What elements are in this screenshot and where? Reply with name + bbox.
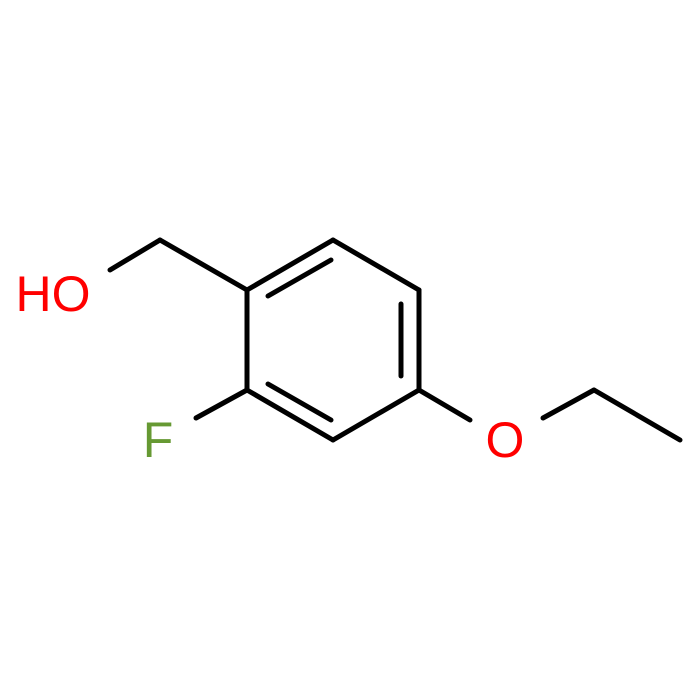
bond-ring-to-ch2 — [157, 237, 250, 293]
bond-ether-oxygen-to-ch2 — [540, 387, 597, 421]
fluorine-label: F — [143, 412, 174, 468]
ring-bond-c5-c6 — [244, 387, 336, 443]
bond-ring-to-fluorine — [193, 387, 250, 421]
ether-oxygen-label: O — [486, 412, 525, 468]
bond-ch2-to-ch3 — [591, 387, 683, 443]
ring-inner-bond-c5-c6 — [265, 381, 334, 423]
bond-ring-to-ether-oxygen — [416, 387, 473, 423]
ring-bond-c2-c3 — [330, 237, 422, 293]
ring-bond-c4-c5 — [330, 387, 422, 443]
hydroxyl-label: HO — [16, 266, 91, 322]
ring-inner-bond-c1-c2 — [265, 257, 334, 299]
bond-ch2-to-hydroxyl — [107, 237, 163, 273]
ring-bond-c1-c2 — [244, 237, 336, 293]
